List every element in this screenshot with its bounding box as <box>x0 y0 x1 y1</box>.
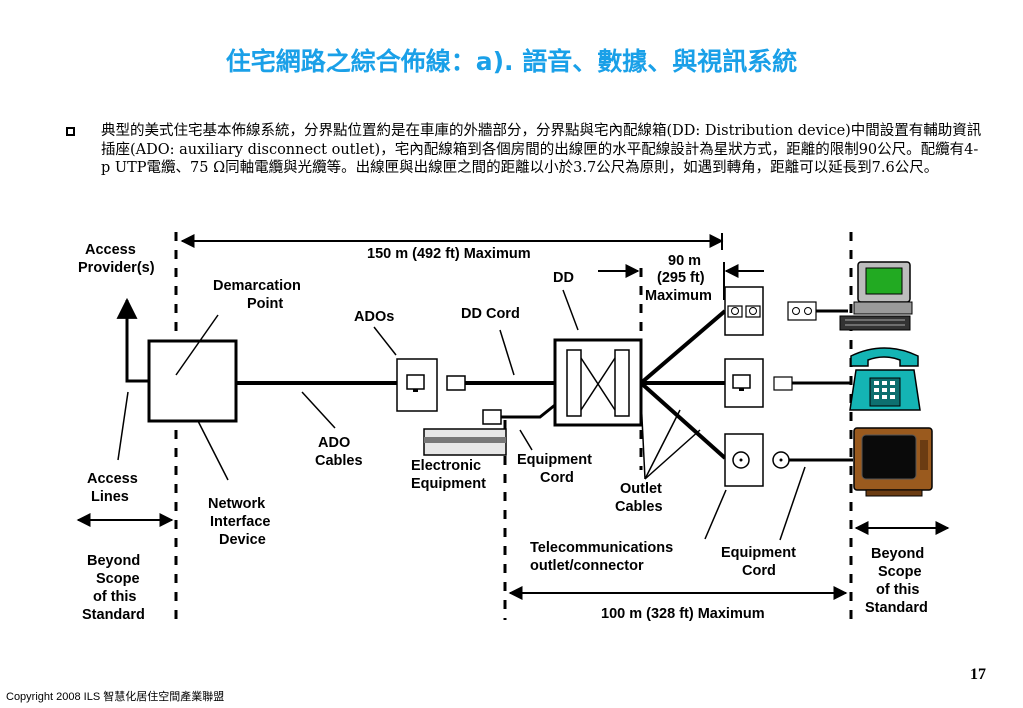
label-nid: Interface <box>210 514 270 530</box>
label-access-providers: Access <box>85 242 136 258</box>
label-beyond-left: Scope <box>96 571 140 587</box>
label-ados: ADOs <box>354 309 394 325</box>
label-telecom-outlet: Telecommunications <box>530 540 673 556</box>
boundary-lines <box>174 232 853 620</box>
label-beyond-right: Beyond <box>871 546 924 562</box>
label-demarcation-point: Demarcation <box>213 278 301 294</box>
body-paragraph: 典型的美式住宅基本佈線系統，分界點位置約是在車庫的外牆部分，分界點與宅內配線箱(… <box>101 123 982 176</box>
computer-icon <box>839 261 913 331</box>
page-number: 17 <box>970 666 986 683</box>
ado-outlet <box>396 358 438 412</box>
label-telecom-outlet: outlet/connector <box>530 558 644 574</box>
outlet-cables <box>639 309 727 460</box>
label-outlet-cables: Outlet <box>620 481 662 497</box>
data-outlet <box>724 286 848 336</box>
label-beyond-right: of this <box>876 582 920 598</box>
dimension-arrows <box>76 234 950 600</box>
label-equipment-cord: Cord <box>540 470 574 486</box>
label-access-lines: Lines <box>91 489 129 505</box>
label-beyond-left: of this <box>93 589 137 605</box>
bullet-icon <box>66 127 75 136</box>
label-equipment-cord-right: Equipment <box>721 545 796 561</box>
electronic-equipment <box>423 403 556 456</box>
label-beyond-left: Standard <box>82 607 145 623</box>
page-title: 住宅網路之綜合佈線：a). 語音、數據、與視訊系統 <box>225 47 798 76</box>
label-nid: Network <box>208 496 266 512</box>
telephone-icon <box>849 347 921 411</box>
dd-cord-plug <box>446 375 466 391</box>
voice-outlet <box>724 358 850 408</box>
label-beyond-right: Scope <box>878 564 922 580</box>
label-90m: (295 ft) <box>657 270 705 286</box>
label-outlet-cables: Cables <box>615 499 663 515</box>
television-icon <box>853 427 933 497</box>
distribution-device <box>553 338 643 427</box>
label-100m: 100 m (328 ft) Maximum <box>601 606 765 622</box>
label-electronic-equipment: Electronic <box>411 458 481 474</box>
label-nid: Device <box>219 532 266 548</box>
label-90m: 90 m <box>668 253 701 269</box>
label-electronic-equipment: Equipment <box>411 476 486 492</box>
label-beyond-right: Standard <box>865 600 928 616</box>
label-dd: DD <box>553 270 574 286</box>
label-equipment-cord: Equipment <box>517 452 592 468</box>
network-interface-device <box>147 339 238 423</box>
access-provider-line <box>116 297 149 383</box>
label-ado-cables: ADO <box>318 435 350 451</box>
label-ado-cables: Cables <box>315 453 363 469</box>
label-beyond-left: Beyond <box>87 553 140 569</box>
label-150m: 150 m (492 ft) Maximum <box>367 246 531 262</box>
label-access-lines: Access <box>87 471 138 487</box>
label-access-providers: Provider(s) <box>78 260 155 276</box>
label-demarcation-point: Point <box>247 296 283 312</box>
copyright: Copyright 2008 ILS 智慧化居住空間產業聯盟 <box>6 691 225 703</box>
video-outlet <box>724 433 853 487</box>
leader-lines <box>117 289 806 541</box>
diagram-labels: Access Provider(s) Demarcation Point ADO… <box>78 242 928 623</box>
label-equipment-cord-right: Cord <box>742 563 776 579</box>
label-90m: Maximum <box>645 288 712 304</box>
label-dd-cord: DD Cord <box>461 306 520 322</box>
